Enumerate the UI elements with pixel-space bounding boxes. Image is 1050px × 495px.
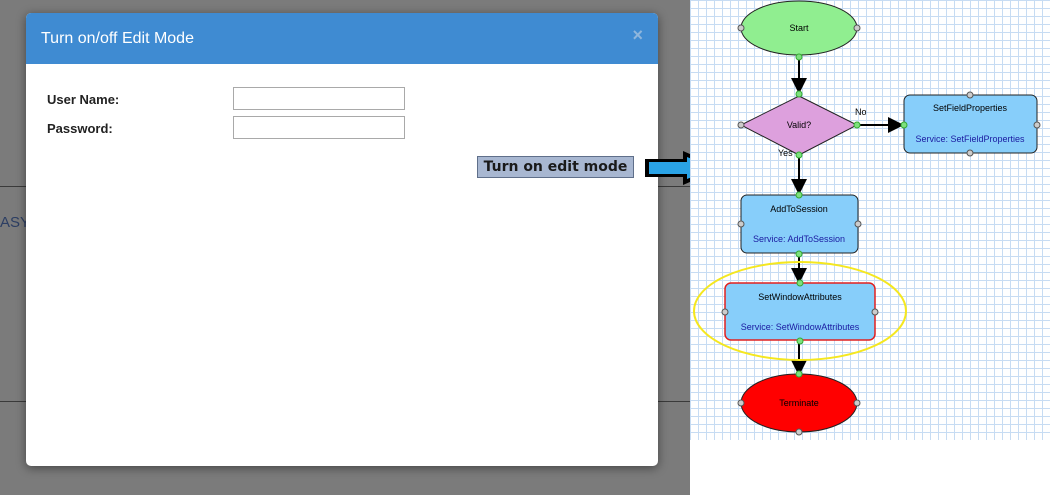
password-input[interactable] (233, 116, 405, 139)
set-window-service: Service: SetWindowAttributes (741, 322, 860, 332)
start-node[interactable]: Start (737, 0, 861, 61)
dialog-title: Turn on/off Edit Mode (41, 30, 194, 47)
highlight-ring (693, 261, 907, 361)
password-label: Password: (47, 121, 113, 136)
start-node-label: Start (789, 23, 809, 33)
add-to-session-node[interactable]: AddToSession Service: AddToSession (737, 191, 862, 258)
set-window-title: SetWindowAttributes (758, 292, 842, 302)
add-session-title: AddToSession (770, 204, 828, 214)
background-text: ASY (0, 214, 31, 231)
flowchart-canvas: Start Valid? No Yes SetFieldProperties S… (690, 0, 1050, 440)
set-window-attributes-node[interactable]: SetWindowAttributes Service: SetWindowAt… (721, 279, 879, 345)
set-field-title: SetFieldProperties (933, 103, 1008, 113)
terminate-node[interactable]: Terminate (737, 370, 861, 436)
no-branch-label: No (855, 107, 867, 117)
turn-on-edit-mode-button[interactable]: Turn on edit mode (477, 156, 634, 178)
dialog-header: Turn on/off Edit Mode × (26, 13, 658, 64)
terminate-label: Terminate (779, 398, 819, 408)
add-session-service: Service: AddToSession (753, 234, 845, 244)
yes-branch-label: Yes (778, 148, 793, 158)
valid-decision-node[interactable]: Valid? (737, 90, 861, 159)
decision-label: Valid? (787, 120, 811, 130)
username-input[interactable] (233, 87, 405, 110)
close-button[interactable]: × (632, 25, 643, 45)
set-field-properties-node[interactable]: SetFieldProperties Service: SetFieldProp… (900, 91, 1041, 157)
set-field-service: Service: SetFieldProperties (915, 134, 1025, 144)
username-label: User Name: (47, 92, 120, 107)
edit-mode-dialog: Turn on/off Edit Mode × User Name: Passw… (26, 13, 658, 466)
